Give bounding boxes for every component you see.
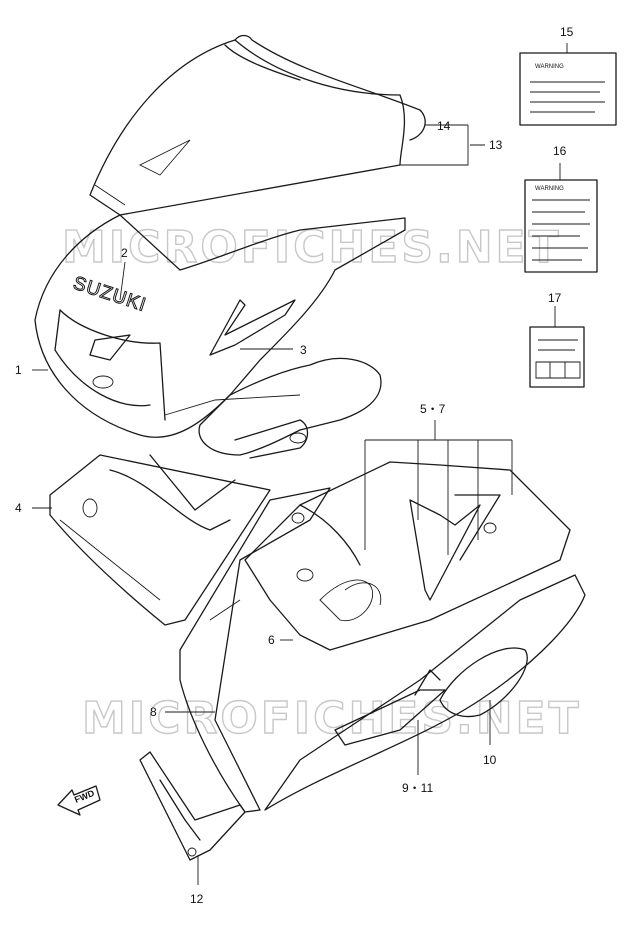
side-cowling: [244, 461, 571, 651]
cowling-side-part: [198, 357, 382, 459]
callout-16: 16: [553, 144, 567, 158]
watermark-top: MICROFICHES.NET: [62, 222, 562, 273]
callout-2: 2: [121, 246, 128, 260]
callout-13: 13: [489, 138, 503, 152]
warning-label-15-title: WARNING: [535, 64, 564, 70]
callout-12: 12: [190, 892, 204, 906]
leader-lines: [32, 43, 568, 885]
forward-direction-arrow: FWD: [57, 785, 101, 816]
callout-1: 1: [15, 363, 22, 377]
watermark-bottom: MICROFICHES.NET: [82, 693, 582, 744]
callout-14: 14: [437, 119, 451, 133]
inner-lower-panel: [49, 454, 271, 626]
callout-9-11: 9・11: [402, 781, 433, 795]
warning-label-16: WARNING: [524, 179, 598, 273]
lower-cowling: [179, 487, 331, 813]
callout-6: 6: [268, 633, 275, 647]
callout-4: 4: [15, 501, 22, 515]
callout-5-7: 5・7: [420, 402, 446, 416]
mounting-bracket: [139, 751, 246, 861]
fwd-text: FWD: [73, 788, 96, 805]
callout-3: 3: [300, 343, 307, 357]
warning-label-15: WARNING: [519, 52, 617, 126]
callout-15: 15: [560, 25, 574, 39]
callout-17: 17: [548, 291, 562, 305]
windscreen: [89, 34, 426, 216]
callout-8: 8: [150, 705, 157, 719]
under-cowling: [264, 574, 586, 811]
warning-label-16-title: WARNING: [535, 186, 564, 192]
callout-10: 10: [483, 753, 497, 767]
info-label-17: [529, 326, 585, 388]
suzuki-decal-text: SUZUKI: [70, 273, 148, 316]
